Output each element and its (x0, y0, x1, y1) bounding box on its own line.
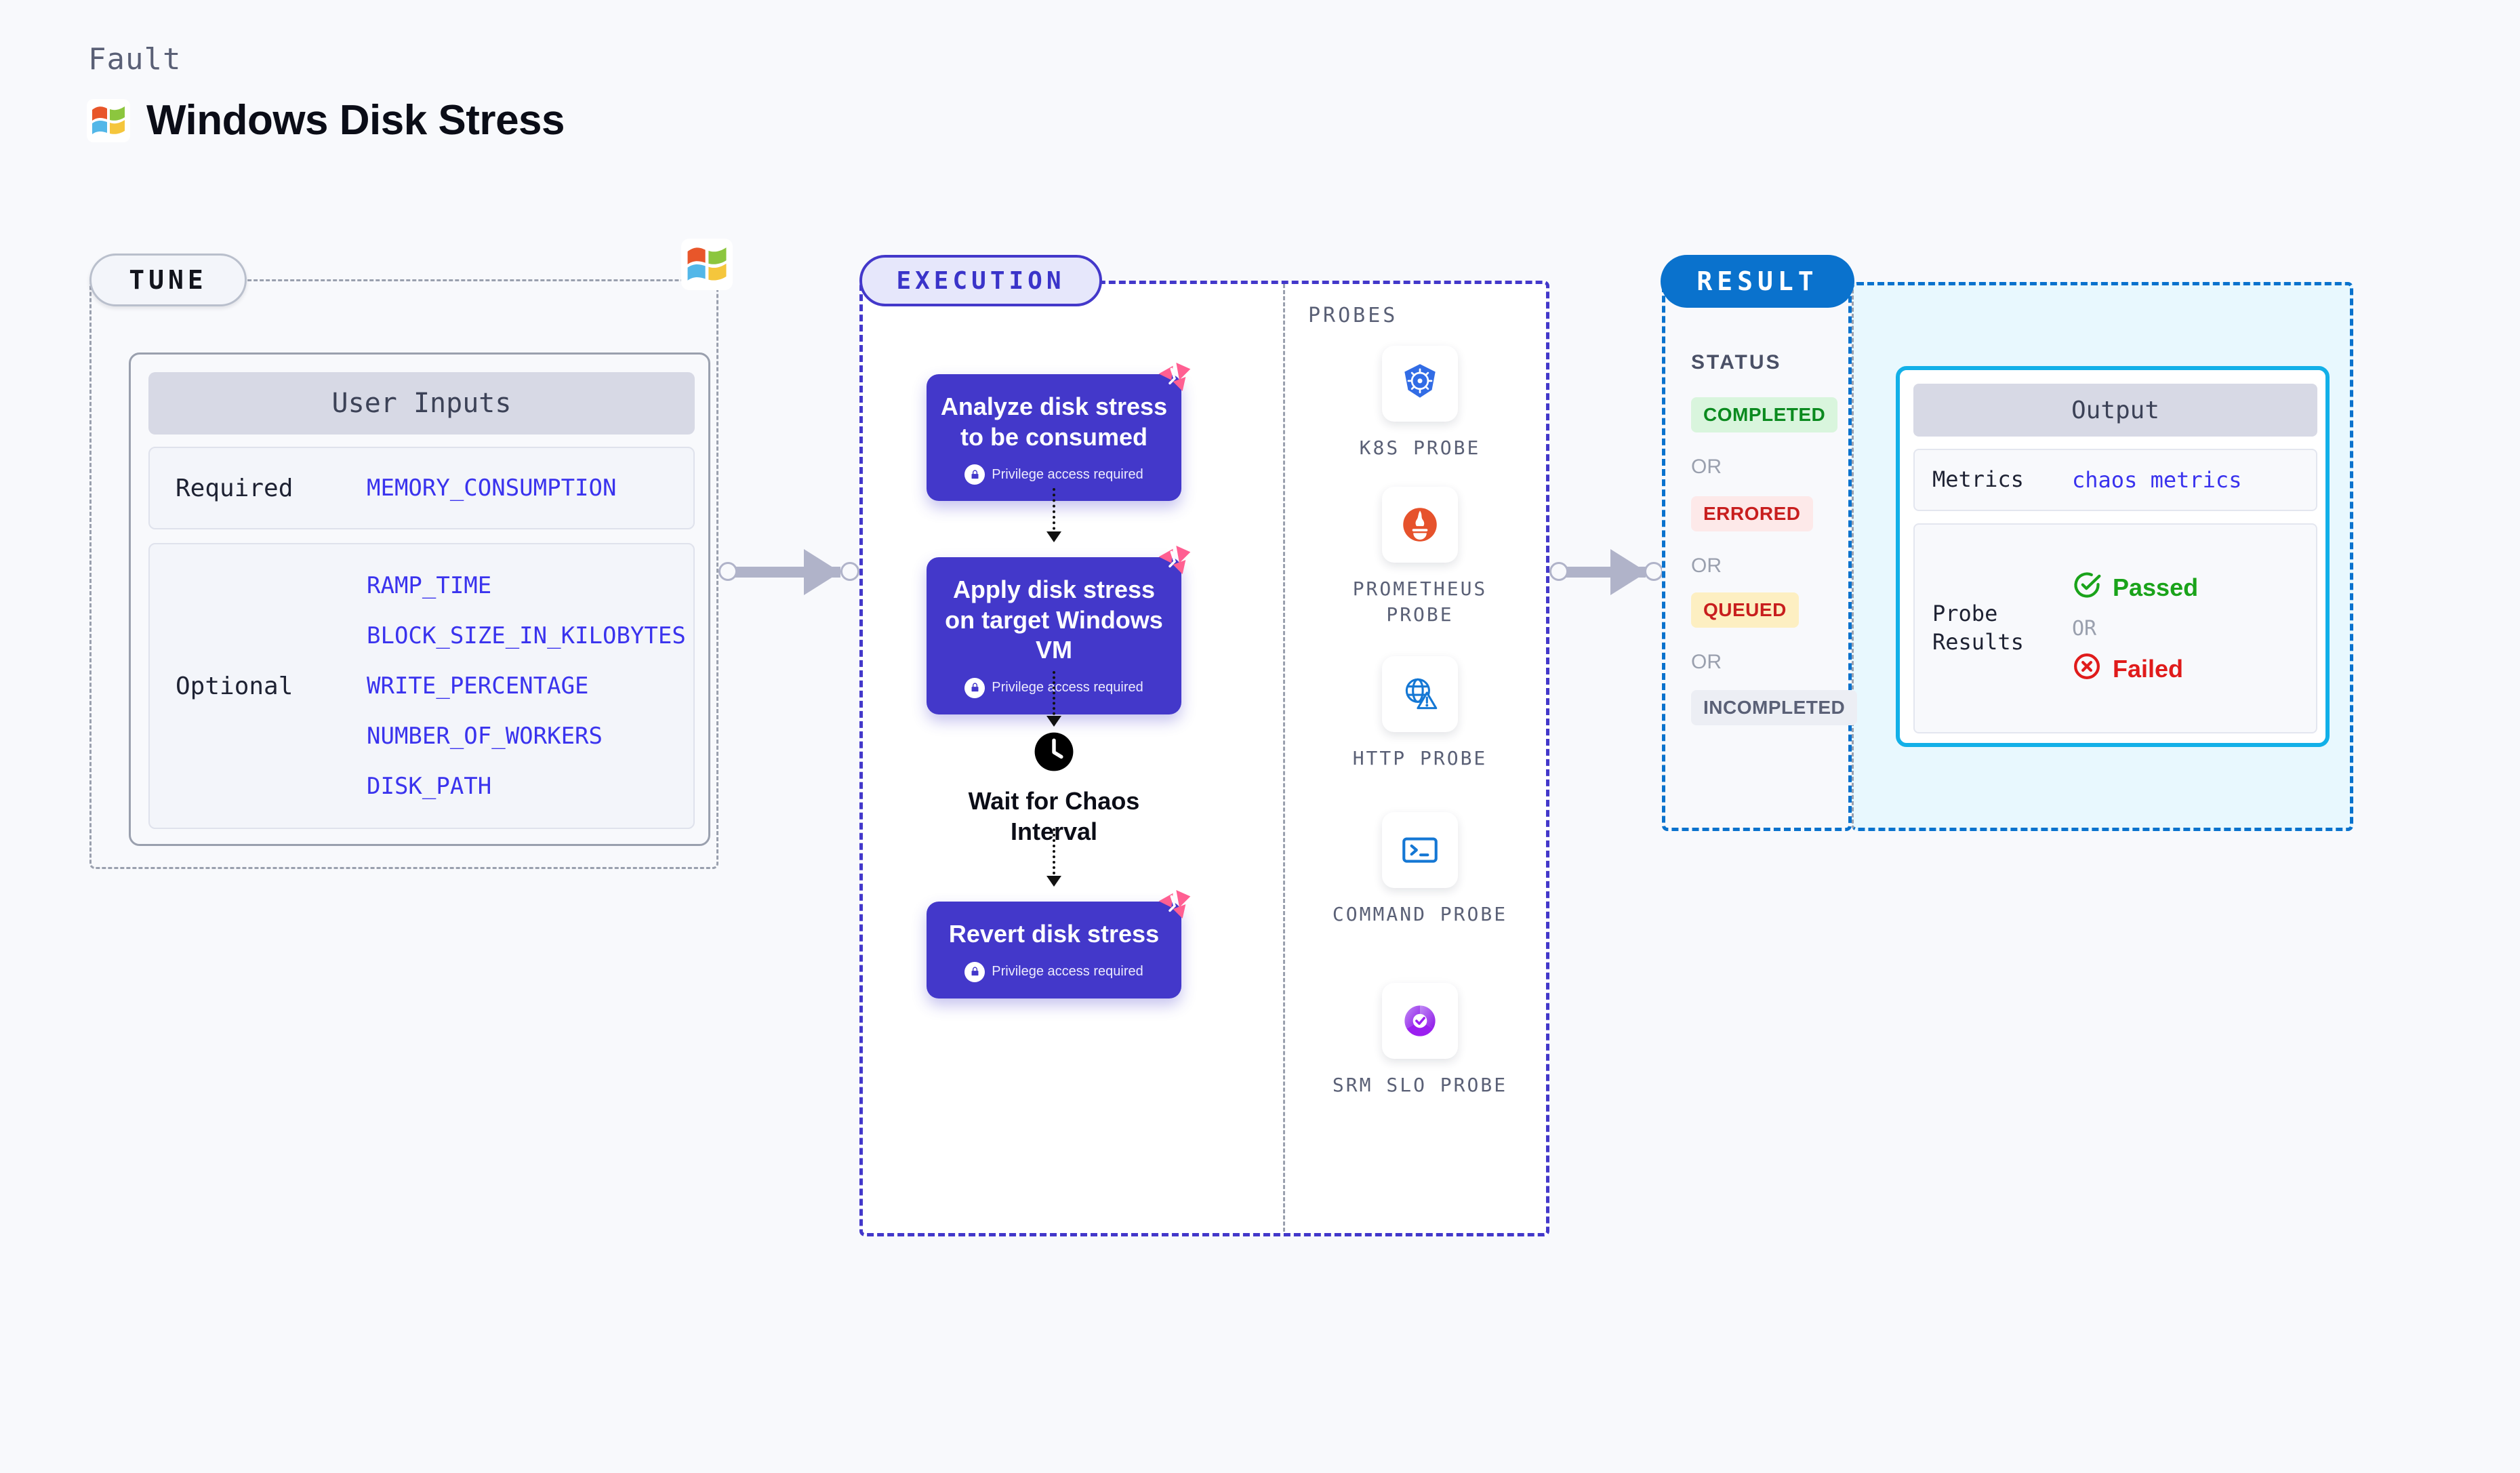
page-header: Windows Disk Stress (87, 96, 565, 144)
status-badge: QUEUED (1691, 592, 1799, 628)
privilege-note: Privilege access required (939, 464, 1169, 485)
metrics-value[interactable]: chaos metrics (2072, 467, 2242, 493)
status-or: OR (1691, 456, 1722, 478)
probe-results-label: Probe Results (1932, 601, 2024, 655)
litmus-chaos-icon (1156, 541, 1194, 582)
privilege-note: Privilege access required (939, 677, 1169, 698)
litmus-chaos-icon (1156, 885, 1194, 927)
execution-step-card[interactable]: Revert disk stress Privilege access requ… (927, 890, 1191, 998)
status-badge: ERRORED (1691, 496, 1813, 531)
flow-arrow (1046, 828, 1061, 887)
probe-label: HTTP PROBE (1352, 747, 1488, 769)
execution-step-card[interactable]: Analyze disk stress to be consumed Privi… (927, 363, 1191, 502)
probe-label: PROMETHEUS PROBE (1352, 578, 1488, 626)
probe-prometheus[interactable]: PROMETHEUS PROBE (1318, 487, 1522, 628)
status-incompleted: INCOMPLETED (1691, 690, 1858, 725)
user-inputs-card: User Inputs Required MEMORY_CONSUMPTION … (129, 352, 710, 846)
probe-results-values: Passed OR Failed (2072, 570, 2198, 687)
probe-label: SRM SLO PROBE (1332, 1074, 1508, 1096)
input-variable[interactable]: NUMBER_OF_WORKERS (367, 723, 603, 750)
metrics-label: Metrics (1932, 466, 2024, 493)
terminal-icon (1382, 812, 1458, 888)
lock-icon (964, 464, 985, 485)
lock-icon (964, 961, 985, 982)
clock-icon (1033, 732, 1075, 775)
status-badge: COMPLETED (1691, 397, 1838, 432)
srm-slo-icon (1382, 983, 1458, 1059)
optional-label: Optional (176, 672, 293, 700)
status-title: STATUS (1691, 351, 1782, 374)
tune-windows-badge-icon (681, 239, 733, 294)
status-or: OR (1691, 651, 1722, 673)
status-errored: ERRORED (1691, 496, 1813, 531)
probe-label: K8S PROBE (1359, 437, 1481, 459)
lock-icon (964, 677, 985, 698)
probe-result-passed: Passed (2072, 570, 2198, 606)
output-probe-results-row: Probe Results Passed OR (1913, 523, 2317, 733)
probe-result-failed: Failed (2072, 651, 2198, 687)
output-card: Output Metrics chaos metrics Probe Resul… (1896, 366, 2330, 747)
probes-divider (1283, 284, 1285, 1232)
probe-label: COMMAND PROBE (1332, 903, 1508, 925)
flow-arrow (1046, 488, 1061, 542)
optional-values: RAMP_TIME BLOCK_SIZE_IN_KILOBYTES WRITE_… (367, 572, 686, 800)
input-variable[interactable]: BLOCK_SIZE_IN_KILOBYTES (367, 622, 686, 649)
privilege-note-text: Privilege access required (992, 964, 1143, 980)
output-metrics-row: Metrics chaos metrics (1913, 449, 2317, 511)
result-status-panel (1662, 282, 1852, 831)
kubernetes-icon (1382, 346, 1458, 422)
privilege-note: Privilege access required (939, 961, 1169, 982)
input-variable[interactable]: RAMP_TIME (367, 572, 492, 599)
flow-arrow (1046, 671, 1061, 727)
step-title: Revert disk stress (948, 920, 1160, 948)
input-variable[interactable]: DISK_PATH (367, 773, 492, 800)
step-title: Analyze disk stress to be consumed (940, 392, 1168, 451)
result-panel-label: RESULT (1661, 255, 1854, 308)
x-circle-icon (2072, 651, 2102, 687)
page-eyebrow: Fault (88, 42, 182, 77)
page-title: Windows Disk Stress (146, 97, 565, 144)
required-label: Required (176, 474, 293, 502)
status-completed: COMPLETED (1691, 397, 1838, 432)
required-inputs-group: Required MEMORY_CONSUMPTION (148, 447, 695, 529)
output-title: Output (1913, 384, 2317, 437)
windows-logo-icon (87, 98, 130, 142)
input-variable[interactable]: MEMORY_CONSUMPTION (367, 475, 617, 502)
execution-panel-label: EXECUTION (859, 255, 1102, 306)
probe-command[interactable]: COMMAND PROBE (1318, 812, 1522, 927)
tune-panel-label: TUNE (89, 254, 247, 306)
user-inputs-title: User Inputs (148, 372, 695, 435)
probes-title: PROBES (1308, 304, 1398, 327)
connector-execution-to-result (1549, 549, 1663, 595)
probe-k8s[interactable]: K8S PROBE (1318, 346, 1522, 461)
status-queued: QUEUED (1691, 592, 1799, 628)
litmus-chaos-icon (1156, 358, 1194, 399)
status-or: OR (1691, 554, 1722, 577)
execution-panel (859, 281, 1549, 1236)
status-badge: INCOMPLETED (1691, 690, 1858, 725)
probe-http[interactable]: HTTP PROBE (1318, 656, 1522, 771)
privilege-note-text: Privilege access required (992, 680, 1143, 695)
connector-tune-to-execution (718, 549, 861, 595)
privilege-note-text: Privilege access required (992, 466, 1143, 482)
input-variable[interactable]: WRITE_PERCENTAGE (367, 672, 589, 700)
required-values: MEMORY_CONSUMPTION (367, 475, 616, 502)
prometheus-icon (1382, 487, 1458, 563)
probe-result-or: OR (2072, 616, 2097, 641)
probe-srm-slo[interactable]: SRM SLO PROBE (1318, 983, 1522, 1098)
optional-inputs-group: Optional RAMP_TIME BLOCK_SIZE_IN_KILOBYT… (148, 543, 695, 829)
check-circle-icon (2072, 570, 2102, 606)
step-title: Apply disk stress on target Windows VM (945, 576, 1163, 664)
http-globe-warning-icon (1382, 656, 1458, 732)
